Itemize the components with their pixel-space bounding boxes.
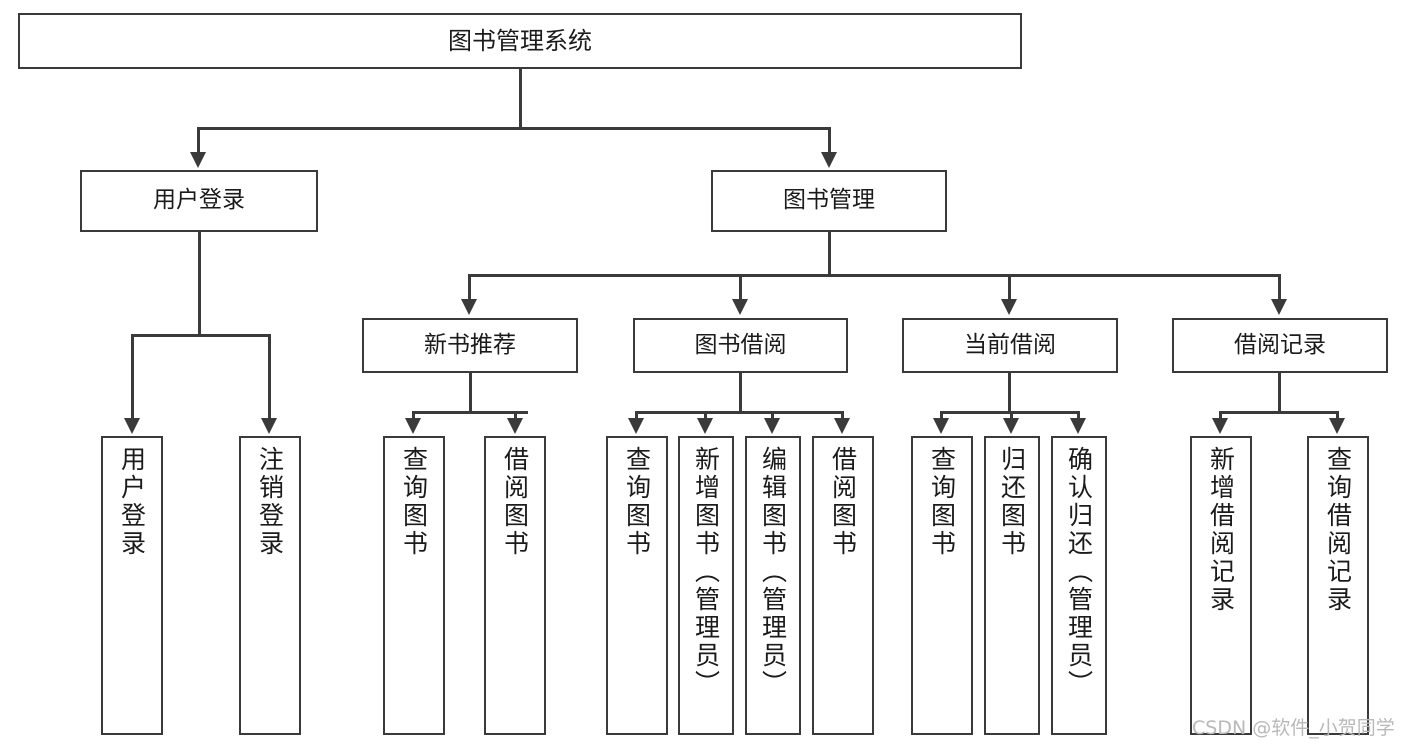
edge-borrow-leaf-2 (704, 411, 707, 420)
arrow-current-leaf-1 (933, 418, 949, 434)
arrow-book-mgmt-to-records (1271, 299, 1287, 315)
node-label: 用户登录 (117, 446, 147, 558)
edge-book-mgmt-to-new-books (468, 274, 471, 301)
edge-new-books-bus (412, 411, 528, 414)
edge-borrow-leaf-1 (635, 411, 638, 420)
edge-root-to-book-mgmt (828, 127, 831, 153)
leaf-query-book-current[interactable]: 查询图书 (911, 436, 973, 735)
node-label: 借阅图书 (828, 446, 858, 558)
arrow-borrow-leaf-4 (834, 418, 850, 434)
leaf-confirm-return-admin[interactable]: 确认归还（管理员） (1051, 436, 1107, 735)
node-label: 新增借阅记录 (1206, 446, 1236, 614)
leaf-user-logout[interactable]: 注销登录 (239, 436, 301, 735)
arrow-current-leaf-3 (1070, 418, 1086, 434)
node-label: 编辑图书（管理员） (758, 446, 788, 698)
node-root-system[interactable]: 图书管理系统 (18, 13, 1022, 69)
arrow-borrow-leaf-1 (628, 418, 644, 434)
node-label: 查询图书 (622, 446, 652, 558)
edge-records-trunk (1278, 373, 1281, 413)
node-book-borrow[interactable]: 图书借阅 (633, 318, 848, 373)
leaf-query-book-borrow[interactable]: 查询图书 (606, 436, 668, 735)
edge-root-bus (197, 127, 831, 130)
edge-user-login-trunk (198, 232, 201, 336)
node-label: 确认归还（管理员） (1064, 446, 1094, 698)
arrow-borrow-leaf-2 (697, 418, 713, 434)
leaf-query-book-new[interactable]: 查询图书 (383, 436, 445, 735)
node-user-login[interactable]: 用户登录 (80, 170, 318, 232)
edge-borrow-bus (635, 411, 844, 414)
node-label: 新增图书（管理员） (691, 446, 721, 698)
node-label: 注销登录 (255, 446, 285, 558)
edge-current-leaf-1 (940, 411, 943, 420)
arrow-records-leaf-1 (1212, 418, 1228, 434)
node-label: 图书管理 (783, 187, 875, 214)
node-label: 当前借阅 (964, 331, 1056, 358)
arrow-new-books-leaf-2 (507, 418, 523, 434)
leaf-add-borrow-record[interactable]: 新增借阅记录 (1190, 436, 1252, 735)
node-borrow-records[interactable]: 借阅记录 (1172, 318, 1388, 373)
edge-current-leaf-3 (1077, 411, 1080, 420)
edge-user-login-leaf-2 (268, 334, 271, 420)
node-label: 查询图书 (927, 446, 957, 558)
edge-book-mgmt-trunk (828, 232, 831, 276)
arrow-records-leaf-2 (1329, 418, 1345, 434)
arrow-book-mgmt-to-borrow (732, 299, 748, 315)
arrow-borrow-leaf-3 (764, 418, 780, 434)
edge-book-mgmt-to-records (1278, 274, 1281, 301)
leaf-return-book[interactable]: 归还图书 (984, 436, 1040, 735)
edge-borrow-leaf-3 (771, 411, 774, 420)
node-label: 图书管理系统 (448, 26, 592, 55)
edge-book-mgmt-to-borrow (739, 274, 742, 301)
edge-user-login-leaf-1 (131, 334, 134, 420)
edge-new-books-leaf-2 (514, 411, 517, 420)
edge-records-bus (1219, 411, 1338, 414)
node-book-management[interactable]: 图书管理 (711, 170, 947, 232)
edge-records-leaf-2 (1336, 411, 1339, 420)
node-label: 查询借阅记录 (1323, 446, 1353, 614)
edge-user-login-bus (131, 334, 270, 337)
arrow-root-to-user-login (190, 152, 206, 168)
leaf-borrow-book[interactable]: 借阅图书 (812, 436, 874, 735)
edge-book-mgmt-to-current (1008, 274, 1011, 301)
edge-records-leaf-1 (1219, 411, 1222, 420)
arrow-book-mgmt-to-new-books (461, 299, 477, 315)
edge-current-leaf-2 (1010, 411, 1013, 420)
node-current-borrow[interactable]: 当前借阅 (902, 318, 1118, 373)
edge-borrow-leaf-4 (841, 411, 844, 420)
node-label: 新书推荐 (424, 331, 516, 358)
node-label: 借阅记录 (1234, 331, 1326, 358)
leaf-add-book-admin[interactable]: 新增图书（管理员） (678, 436, 734, 735)
leaf-user-login[interactable]: 用户登录 (101, 436, 163, 735)
leaf-query-borrow-record[interactable]: 查询借阅记录 (1307, 436, 1369, 735)
edge-new-books-trunk (469, 373, 472, 413)
node-label: 图书借阅 (694, 331, 787, 358)
node-label: 借阅图书 (500, 446, 530, 558)
leaf-edit-book-admin[interactable]: 编辑图书（管理员） (745, 436, 801, 735)
edge-root-to-user-login (197, 127, 200, 153)
node-label: 用户登录 (153, 187, 245, 214)
edge-root-trunk (519, 69, 522, 127)
arrow-book-mgmt-to-current (1001, 299, 1017, 315)
edge-borrow-trunk (739, 373, 742, 413)
arrow-user-login-leaf-2 (261, 418, 277, 434)
edge-new-books-leaf-1 (412, 411, 415, 420)
arrow-current-leaf-2 (1003, 418, 1019, 434)
node-label: 归还图书 (997, 446, 1027, 558)
edge-book-mgmt-bus (468, 274, 1280, 277)
leaf-borrow-book-new[interactable]: 借阅图书 (484, 436, 546, 735)
arrow-new-books-leaf-1 (405, 418, 421, 434)
node-label: 查询图书 (399, 446, 429, 558)
arrow-user-login-leaf-1 (124, 418, 140, 434)
node-new-book-recommend[interactable]: 新书推荐 (362, 318, 578, 373)
edge-current-trunk (1008, 373, 1011, 413)
arrow-root-to-book-mgmt (821, 152, 837, 168)
